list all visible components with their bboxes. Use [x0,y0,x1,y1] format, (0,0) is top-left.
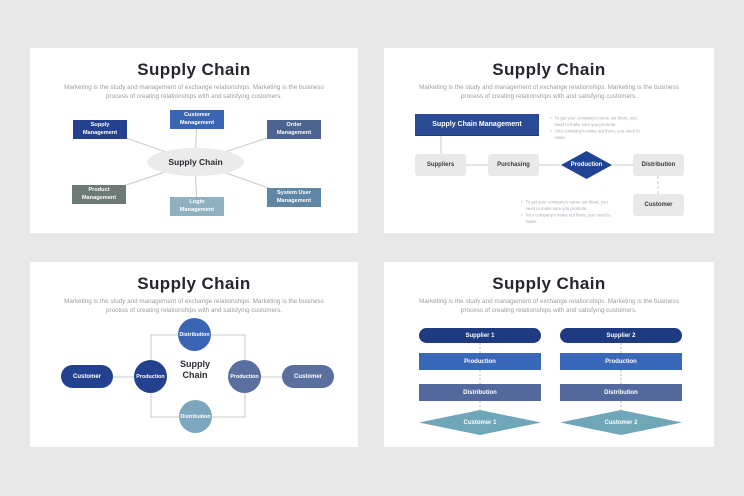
node-login-management: Login Management [170,197,224,216]
node-system-user-management: System User Management [267,188,321,207]
bullet-item: Your company's name out there, you need … [550,128,647,141]
bottom-bullet-list: To get your company's name out there, yo… [521,199,618,225]
slide-4-column-diagram[interactable]: Supply Chain Marketing is the study and … [384,262,714,447]
production-box-2: Production [560,353,682,370]
center-label-line2: Chain [182,369,208,380]
top-bullet-list: To get your company's name out there, yo… [550,115,647,141]
supply-chain-management-box: Supply Chain Management [415,114,539,136]
pill-customer-right: Customer [282,365,334,388]
slide-1-subtitle: Marketing is the study and management of… [64,84,324,101]
flow-step-suppliers: Suppliers [415,154,466,176]
connector-lines [479,343,622,410]
flow-step-distribution: Distribution [633,154,684,176]
circle-distribution-top: Distribution [178,318,211,351]
slide-2-title: Supply Chain [492,60,606,79]
circle-production-left: Production [134,360,167,393]
slide-3-title: Supply Chain [137,274,251,293]
pill-customer-left: Customer [61,365,113,388]
center-label: Supply Chain [170,359,220,381]
slide-3-subtitle: Marketing is the study and management of… [64,298,324,315]
slide-4-title: Supply Chain [492,274,606,293]
circle-distribution-bottom: Distribution [179,400,212,433]
production-box-1: Production [419,353,541,370]
flow-step-purchasing: Purchasing [488,154,539,176]
center-ellipse: Supply Chain [147,148,244,176]
bullet-item: Your company's name out there, you need … [521,212,618,225]
center-label-line1: Supply [179,359,210,369]
circle-production-right: Production [228,360,261,393]
slide-1-title: Supply Chain [137,60,251,79]
connector-lines [440,136,659,194]
flow-step-customer: Customer [633,194,684,216]
slide-2-subtitle: Marketing is the study and management of… [419,84,679,101]
slide-4-subtitle: Marketing is the study and management of… [419,298,679,315]
slide-3-cycle-diagram[interactable]: Supply Chain Marketing is the study and … [30,262,358,447]
slide-1-hub-diagram[interactable]: Supply Chain Marketing is the study and … [30,48,358,233]
distribution-box-2: Distribution [560,384,682,401]
node-product-management: Product Management [72,185,126,204]
slide-2-flow-diagram[interactable]: Supply Chain Marketing is the study and … [384,48,714,233]
node-customer-management: Customer Management [170,110,224,129]
bullet-item: To get your company's name out there, yo… [521,199,618,212]
supplier-2-pill: Supplier 2 [560,328,682,343]
node-order-management: Order Management [267,120,321,139]
distribution-box-1: Distribution [419,384,541,401]
bullet-item: To get your company's name out there, yo… [550,115,647,128]
node-supply-management: Supply Management [73,120,127,139]
supplier-1-pill: Supplier 1 [419,328,541,343]
